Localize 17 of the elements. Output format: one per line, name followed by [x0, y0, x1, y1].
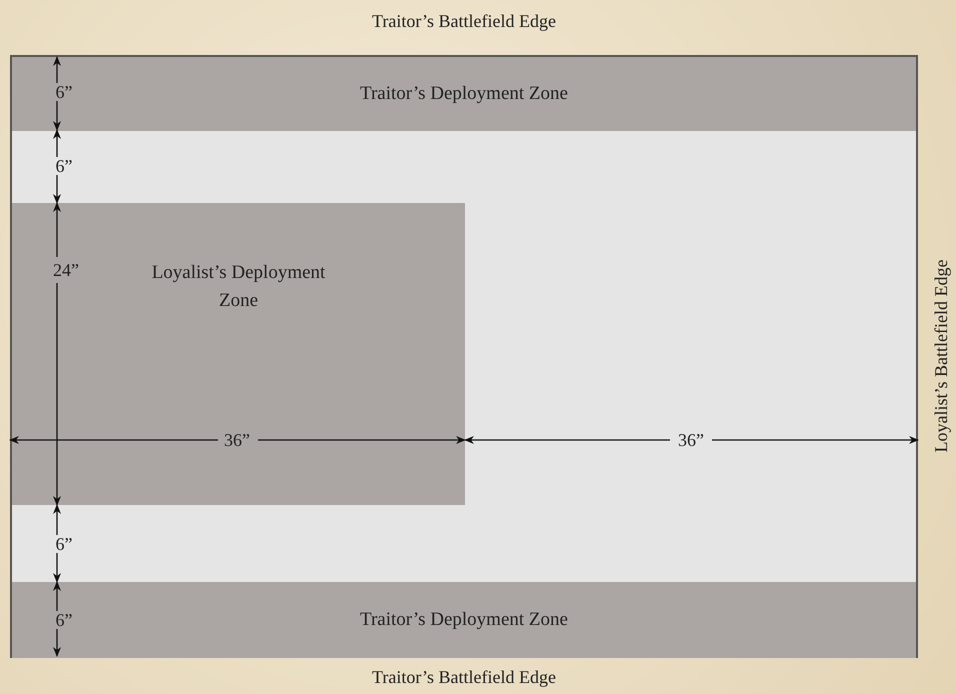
dimension-label: 6” [56, 81, 72, 103]
deployment-zone [12, 57, 916, 131]
table-edge-label: Traitor’s Battlefield Edge [372, 666, 556, 688]
dimension-label: 6” [56, 533, 72, 555]
zone-label: Loyalist’s Deployment Zone [150, 261, 326, 313]
dimension-label: 24” [53, 259, 79, 281]
zone-label: Traitor’s Deployment Zone [360, 82, 568, 106]
table-edge-label: Loyalist’s Battlefield Edge [930, 260, 952, 452]
table-edge-label: Traitor’s Battlefield Edge [372, 10, 556, 32]
battlefield-board [10, 55, 918, 658]
dimension-label: 36” [678, 429, 704, 451]
dimension-label: 36” [224, 429, 250, 451]
zone-label: Traitor’s Deployment Zone [360, 608, 568, 632]
deployment-zone [12, 582, 916, 658]
dimension-label: 6” [56, 155, 72, 177]
dimension-label: 6” [56, 609, 72, 631]
deployment-zone [12, 203, 465, 505]
